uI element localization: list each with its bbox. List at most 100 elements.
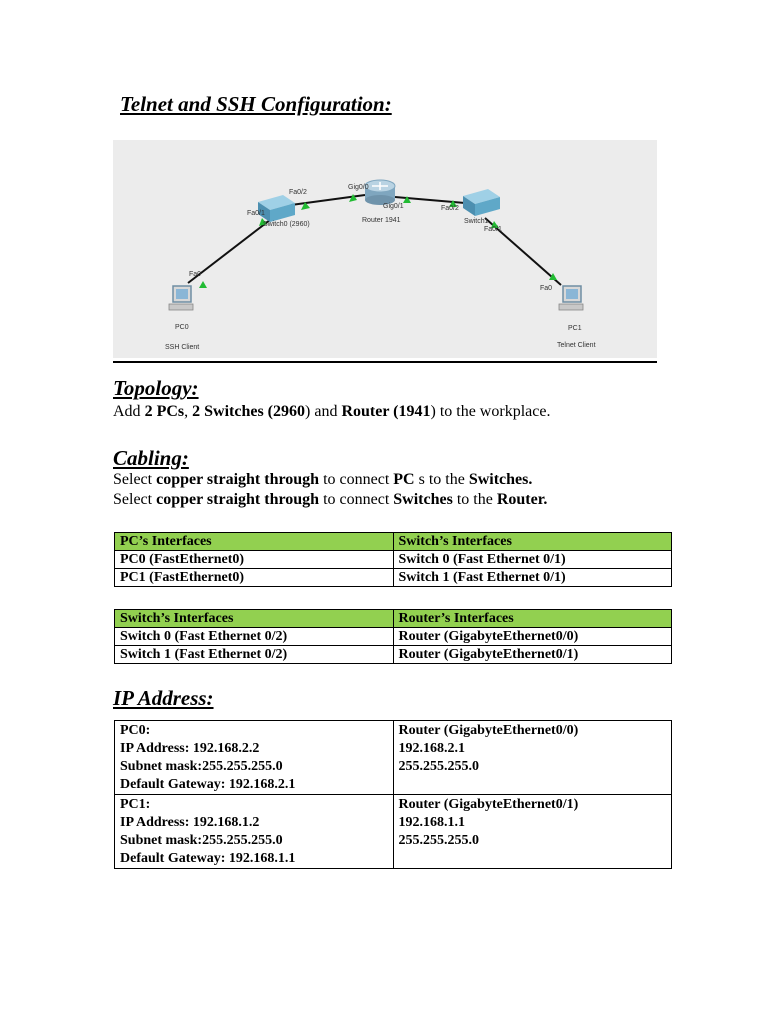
cabling-heading: Cabling: (113, 446, 189, 470)
pc1-sub-label: Telnet Client (557, 342, 596, 349)
cell-line: Router (GigabyteEthernet0/1) (398, 797, 579, 812)
router-port-right-label: Gig0/1 (383, 203, 404, 210)
text-run-bold: Switches. (468, 471, 533, 488)
text-run-bold: 2 Switches (2960 (192, 403, 306, 420)
text-run-bold: 2 PCs (144, 403, 185, 420)
text-run: s to the (414, 471, 469, 488)
switch1-icon[interactable] (463, 189, 500, 216)
pc0-icon[interactable] (168, 285, 194, 311)
switch0-port-pc-label: Fa0/1 (247, 210, 265, 217)
router-g00-ip-cell: Router (GigabyteEthernet0/0) 192.168.2.1… (392, 720, 672, 795)
pc1-ip-cell: PC1: IP Address: 192.168.1.2 Subnet mask… (114, 794, 394, 869)
link-up-marker (349, 194, 357, 202)
text-run: Add (113, 403, 145, 420)
table-row: Switch 0 (Fast Ethernet 0/2) Router (Gig… (114, 627, 672, 646)
section-divider (113, 361, 657, 363)
topology-svg: PC0 SSH Client Fa0 PC1 Telnet Client Fa0… (165, 179, 596, 351)
switch-router-interfaces-table: Switch’s Interfaces Router’s Interfaces … (114, 609, 672, 664)
table-header-row: PC’s Interfaces Switch’s Interfaces (114, 532, 672, 551)
text-run: ) to the workplace. (430, 403, 551, 420)
text-run-bold: Router. (496, 491, 548, 508)
text-run-bold: PC (393, 471, 415, 488)
link-up-marker (403, 196, 411, 203)
cell-line: IP Address: 192.168.2.2 (120, 741, 260, 756)
table-row: PC0 (FastEthernet0) Switch 0 (Fast Ether… (114, 550, 672, 569)
ip-address-table: PC0: IP Address: 192.168.2.2 Subnet mask… (114, 720, 672, 869)
switch1-port-router-label: Fa0/2 (441, 205, 459, 212)
link-up-marker (491, 221, 499, 228)
pc1-label: PC1 (568, 325, 582, 332)
network-topology-diagram: PC0 SSH Client Fa0 PC1 Telnet Client Fa0… (113, 140, 657, 358)
text-run: Select (113, 491, 157, 508)
cell-line: Default Gateway: 192.168.1.1 (120, 851, 296, 866)
pc0-sub-label: SSH Client (165, 344, 199, 351)
text-run: to the (452, 491, 497, 508)
cell-line: Router (GigabyteEthernet0/0) (398, 723, 579, 738)
table-header-cell: Switch’s Interfaces (114, 609, 394, 628)
link-up-marker (449, 200, 457, 207)
router-port-left-label: Gig0/0 (348, 184, 369, 191)
cell-line: 255.255.255.0 (398, 833, 480, 848)
text-run: Select (113, 471, 157, 488)
cell-line: PC1: (120, 797, 151, 812)
table-cell: Switch 1 (Fast Ethernet 0/2) (114, 645, 394, 664)
text-run-bold: copper straight through (156, 471, 320, 488)
cell-line: IP Address: 192.168.1.2 (120, 815, 260, 830)
link-up-marker (199, 281, 207, 288)
pc0-ip-cell: PC0: IP Address: 192.168.2.2 Subnet mask… (114, 720, 394, 795)
switch0-port-router-label: Fa0/2 (289, 189, 307, 196)
router-icon[interactable] (364, 179, 396, 205)
link-up-marker (259, 218, 267, 226)
text-run-bold: copper straight through (156, 491, 320, 508)
cell-line: Default Gateway: 192.168.2.1 (120, 777, 296, 792)
cabling-text-2: Select copper straight through to connec… (113, 490, 547, 510)
router-g01-ip-cell: Router (GigabyteEthernet0/1) 192.168.1.1… (392, 794, 672, 869)
switch0-label: Switch0 (2960) (263, 221, 310, 228)
text-run-bold: Switches (393, 491, 453, 508)
topology-heading: Topology: (113, 376, 199, 400)
table-row: PC1: IP Address: 192.168.1.2 Subnet mask… (114, 794, 672, 869)
cell-line: 192.168.1.1 (398, 815, 466, 830)
cell-line: PC0: (120, 723, 151, 738)
table-header-cell: Router’s Interfaces (392, 609, 672, 628)
text-run-bold: Router (1941 (341, 403, 431, 420)
ip-address-heading: IP Address: (113, 686, 214, 710)
table-cell: Router (GigabyteEthernet0/0) (392, 627, 672, 646)
table-header-cell: PC’s Interfaces (114, 532, 394, 551)
text-run: , (184, 403, 193, 420)
pc-switch-interfaces-table: PC’s Interfaces Switch’s Interfaces PC0 … (114, 532, 672, 587)
table-header-cell: Switch’s Interfaces (392, 532, 672, 551)
cabling-text-1: Select copper straight through to connec… (113, 470, 532, 490)
text-run: ) and (305, 403, 342, 420)
table-header-row: Switch’s Interfaces Router’s Interfaces (114, 609, 672, 628)
table-cell: PC1 (FastEthernet0) (114, 568, 394, 587)
link-switch1-pc1 (484, 217, 562, 286)
topology-text: Add 2 PCs, 2 Switches (2960) and Router … (113, 402, 550, 422)
cell-line: Subnet mask:255.255.255.0 (120, 833, 283, 848)
link-up-marker (549, 273, 557, 280)
switch0-icon[interactable] (258, 195, 295, 222)
pc0-port-label: Fa0 (189, 271, 201, 278)
link-up-marker (301, 202, 310, 210)
switch1-port-pc-label: Fa0/1 (484, 226, 502, 233)
cell-line: Subnet mask:255.255.255.0 (120, 759, 283, 774)
pc1-icon[interactable] (558, 285, 584, 311)
table-row: PC0: IP Address: 192.168.2.2 Subnet mask… (114, 720, 672, 795)
table-cell: PC0 (FastEthernet0) (114, 550, 394, 569)
link-pc0-switch0 (187, 219, 271, 284)
table-cell: Switch 0 (Fast Ethernet 0/2) (114, 627, 394, 646)
text-run: to connect (319, 491, 394, 508)
cell-line: 255.255.255.0 (398, 759, 480, 774)
table-row: PC1 (FastEthernet0) Switch 1 (Fast Ether… (114, 568, 672, 587)
cell-line: 192.168.2.1 (398, 741, 466, 756)
table-cell: Switch 1 (Fast Ethernet 0/1) (392, 568, 672, 587)
router-label: Router 1941 (362, 217, 401, 224)
switch1-label: Switch1 (464, 218, 489, 225)
pc0-label: PC0 (175, 324, 189, 331)
page-title: Telnet and SSH Configuration: (120, 92, 392, 116)
table-cell: Router (GigabyteEthernet0/1) (392, 645, 672, 664)
table-row: Switch 1 (Fast Ethernet 0/2) Router (Gig… (114, 645, 672, 664)
text-run: to connect (319, 471, 394, 488)
table-cell: Switch 0 (Fast Ethernet 0/1) (392, 550, 672, 569)
pc1-port-label: Fa0 (540, 285, 552, 292)
